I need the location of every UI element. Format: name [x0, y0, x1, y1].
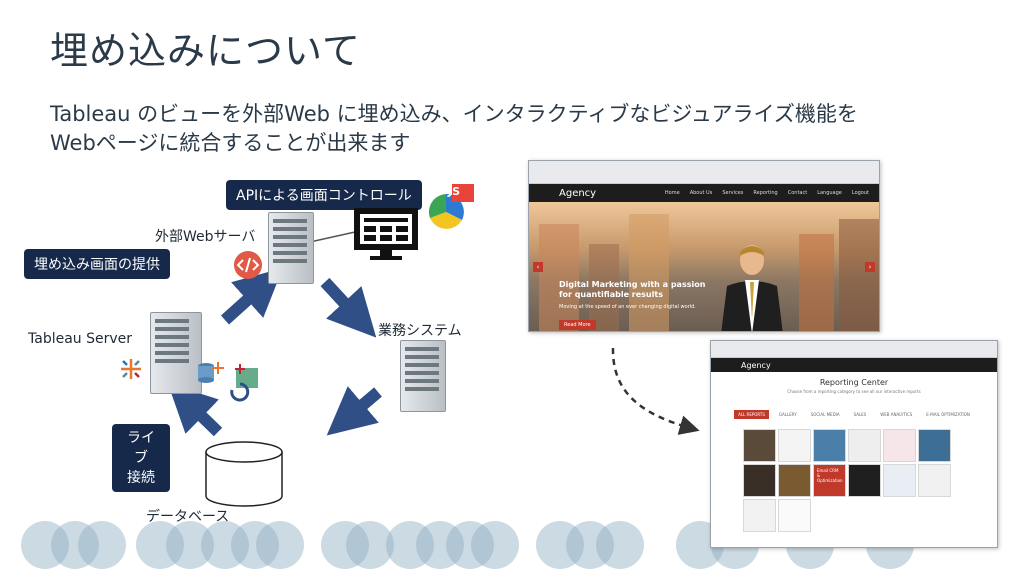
subtitle-line-2: Webページに統合することが出来ます: [50, 131, 411, 155]
read-more-button: Read More: [559, 320, 596, 330]
embed-view-badge: 埋め込み画面の提供: [24, 249, 170, 279]
page-title: 埋め込みについて: [50, 29, 361, 73]
tableau-server-label: Tableau Server: [28, 331, 133, 347]
reporting-brand: Agency: [741, 360, 771, 370]
tab-web-analytics: WEB ANALYTICS: [880, 412, 913, 417]
nav-services: Services: [722, 190, 744, 196]
nav-contact: Contact: [787, 190, 808, 196]
tableau-logo-icon: [121, 359, 141, 379]
tableau-server-icon: [150, 312, 202, 394]
live-connection-badge: ライブ 接続: [112, 424, 170, 492]
subtitle-line-1: Tableau のビューを外部Web に埋め込み、インタラクティブなビジュアライ…: [50, 102, 858, 126]
report-tile: [778, 429, 811, 462]
carousel-next-icon: ›: [865, 262, 875, 272]
tableau-data-source-icon: [198, 362, 224, 383]
code-icon: [234, 251, 262, 279]
report-tile: [918, 464, 951, 497]
agency-navbar: Agency Home About Us Services Reporting …: [529, 184, 879, 202]
nav-reporting: Reporting: [753, 190, 778, 196]
report-tile: [883, 429, 916, 462]
report-tile: [848, 464, 881, 497]
dashed-arrow: [611, 347, 700, 435]
tab-social-media: SOCIAL MEDIA: [810, 412, 840, 417]
agency-brand: Agency: [559, 187, 597, 199]
tab-sales: SALES: [853, 412, 867, 417]
page-subtitle: Tableau のビューを外部Web に埋め込み、インタラクティブなビジュアライ…: [50, 100, 870, 158]
browser-toolbar: [529, 161, 879, 184]
report-tile: [778, 464, 811, 497]
reporting-tabs: ALL REPORTS GALLERY SOCIAL MEDIA SALES W…: [711, 410, 997, 419]
agency-tagline: Moving at the speed of an ever changing …: [559, 304, 696, 310]
web-server-label: 外部Webサーバ: [155, 229, 256, 245]
business-system-server-icon: [400, 340, 446, 412]
nav-logout: Logout: [851, 190, 869, 196]
reporting-navbar: Agency: [711, 358, 997, 372]
report-tile: [743, 429, 776, 462]
arrow-system-to-db: [326, 386, 382, 436]
arrow-tableau-to-web: [220, 267, 283, 325]
js-label: JS: [448, 185, 461, 198]
reporting-title: Reporting Center: [819, 378, 889, 387]
business-system-label: 業務システム: [378, 323, 462, 339]
agency-hero: ‹ › Digital Marketing with a passion for…: [529, 202, 879, 331]
report-tile: [778, 499, 811, 532]
web-server-icon: [268, 212, 314, 284]
decorative-bubbles: [21, 521, 914, 569]
email-optimization-tile: Email CRM & Optimization: [813, 464, 846, 497]
agency-headline: Digital Marketing with a passion for qua…: [559, 280, 706, 299]
agency-website-screenshot: Agency Home About Us Services Reporting …: [528, 160, 880, 332]
report-tile: [848, 429, 881, 462]
nav-home: Home: [664, 190, 680, 196]
tab-gallery: GALLERY: [778, 412, 797, 417]
tab-all-reports: ALL REPORTS: [734, 410, 769, 419]
agency-nav-items: Home About Us Services Reporting Contact…: [665, 190, 869, 196]
report-tile: [918, 429, 951, 462]
report-thumbnail-grid: Email CRM & Optimization: [743, 429, 997, 532]
arrow-db-to-tableau: [167, 383, 223, 437]
report-tile: [883, 464, 916, 497]
js-chart-icon: [428, 184, 474, 229]
reporting-subtitle: Choose from a reporting category to see …: [787, 389, 921, 394]
monitor-icon: [354, 208, 418, 260]
tab-email-optimization: E-MAIL OPTIMIZATION: [926, 412, 970, 417]
man-in-suit-photo: [721, 245, 783, 331]
report-tile: [743, 499, 776, 532]
report-tile: [813, 429, 846, 462]
database-icon: [205, 441, 283, 507]
browser-toolbar-2: [711, 341, 997, 358]
reporting-center-screenshot: Agency Reporting Center Choose from a re…: [710, 340, 998, 548]
nav-language: Language: [817, 190, 842, 196]
nav-about: About Us: [689, 190, 713, 196]
carousel-prev-icon: ‹: [533, 262, 543, 272]
arrow-web-to-system: [320, 277, 377, 338]
api-control-badge: APIによる画面コントロール: [226, 180, 422, 210]
tableau-refresh-icon: [230, 364, 258, 402]
database-label: データベース: [146, 509, 230, 525]
report-tile: [743, 464, 776, 497]
